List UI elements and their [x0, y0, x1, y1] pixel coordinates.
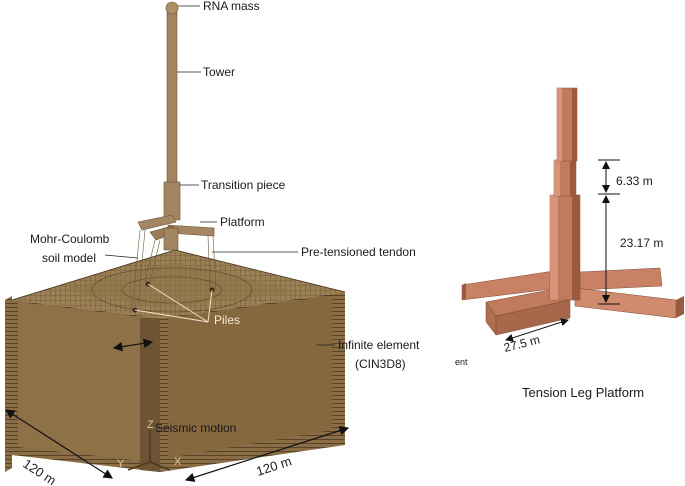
dimension-arrows-left — [4, 338, 350, 483]
tlp-model — [461, 87, 684, 336]
label-axis-y: Y — [117, 458, 125, 470]
tlp-title: Tension Leg Platform — [522, 385, 644, 400]
tower-shaft — [166, 11, 178, 185]
tendons — [131, 229, 217, 311]
label-rna-mass: RNA mass — [203, 0, 260, 13]
label-dim-2317: 23.17 m — [620, 236, 663, 250]
label-tower: Tower — [203, 65, 235, 79]
label-pre-tensioned-tendon: Pre-tensioned tendon — [301, 245, 416, 259]
platform-arm-left — [137, 214, 177, 231]
label-dim-275: 27.5 m — [502, 332, 541, 354]
label-mohr-coulomb-1: Mohr-Coulomb — [30, 232, 110, 246]
label-axis-z: Z — [147, 419, 154, 431]
label-infinite-element-1: Infinite element — [338, 338, 420, 352]
label-infinite-element-2: (CIN3D8) — [355, 357, 406, 371]
axis-triad — [127, 430, 171, 471]
rna-mass — [165, 1, 179, 15]
label-mohr-coulomb-2: soil model — [42, 251, 96, 265]
label-seismic-motion: Seismic motion — [155, 421, 236, 435]
label-transition-piece: Transition piece — [201, 178, 286, 192]
label-dim-left: 120 m — [20, 456, 58, 486]
label-platform: Platform — [220, 215, 265, 229]
label-axis-x: X — [174, 456, 182, 468]
soil-block — [5, 249, 346, 472]
callout-lines — [104, 5, 335, 346]
label-stray-fragment: ent — [455, 357, 468, 367]
offshore-structure — [131, 1, 217, 323]
label-dim-633: 6.33 m — [616, 174, 653, 188]
transition-piece — [163, 181, 181, 221]
tlp-dimensions — [505, 159, 620, 342]
label-piles: Piles — [214, 313, 240, 327]
